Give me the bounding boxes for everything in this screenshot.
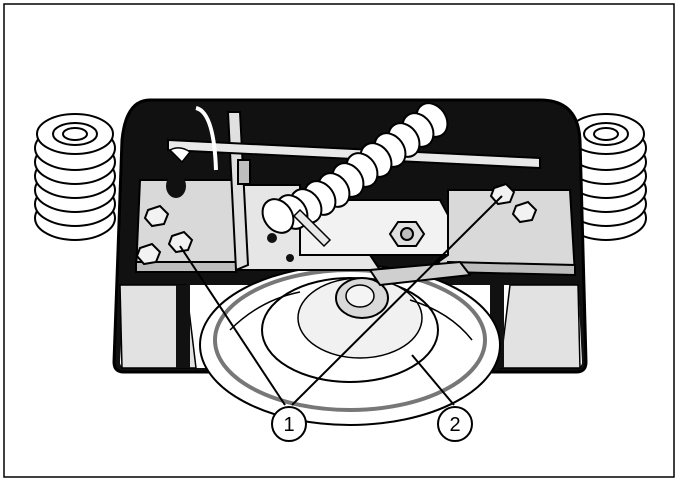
callout-2-label: 2 [449, 414, 460, 436]
callout-1-label: 1 [283, 414, 294, 436]
bracket-holes [166, 174, 294, 262]
tension-spring [261, 102, 449, 234]
right-coil-spring [565, 113, 647, 241]
bracket-bolts [135, 182, 538, 266]
pulley-area [119, 264, 582, 426]
center-bolt [388, 221, 426, 247]
left-coil-spring [34, 113, 116, 241]
leader-lines [179, 195, 503, 406]
callout-1: 1 [271, 406, 307, 442]
callout-2: 2 [437, 406, 473, 442]
spring-hook [292, 208, 332, 248]
control-cable [195, 106, 218, 171]
